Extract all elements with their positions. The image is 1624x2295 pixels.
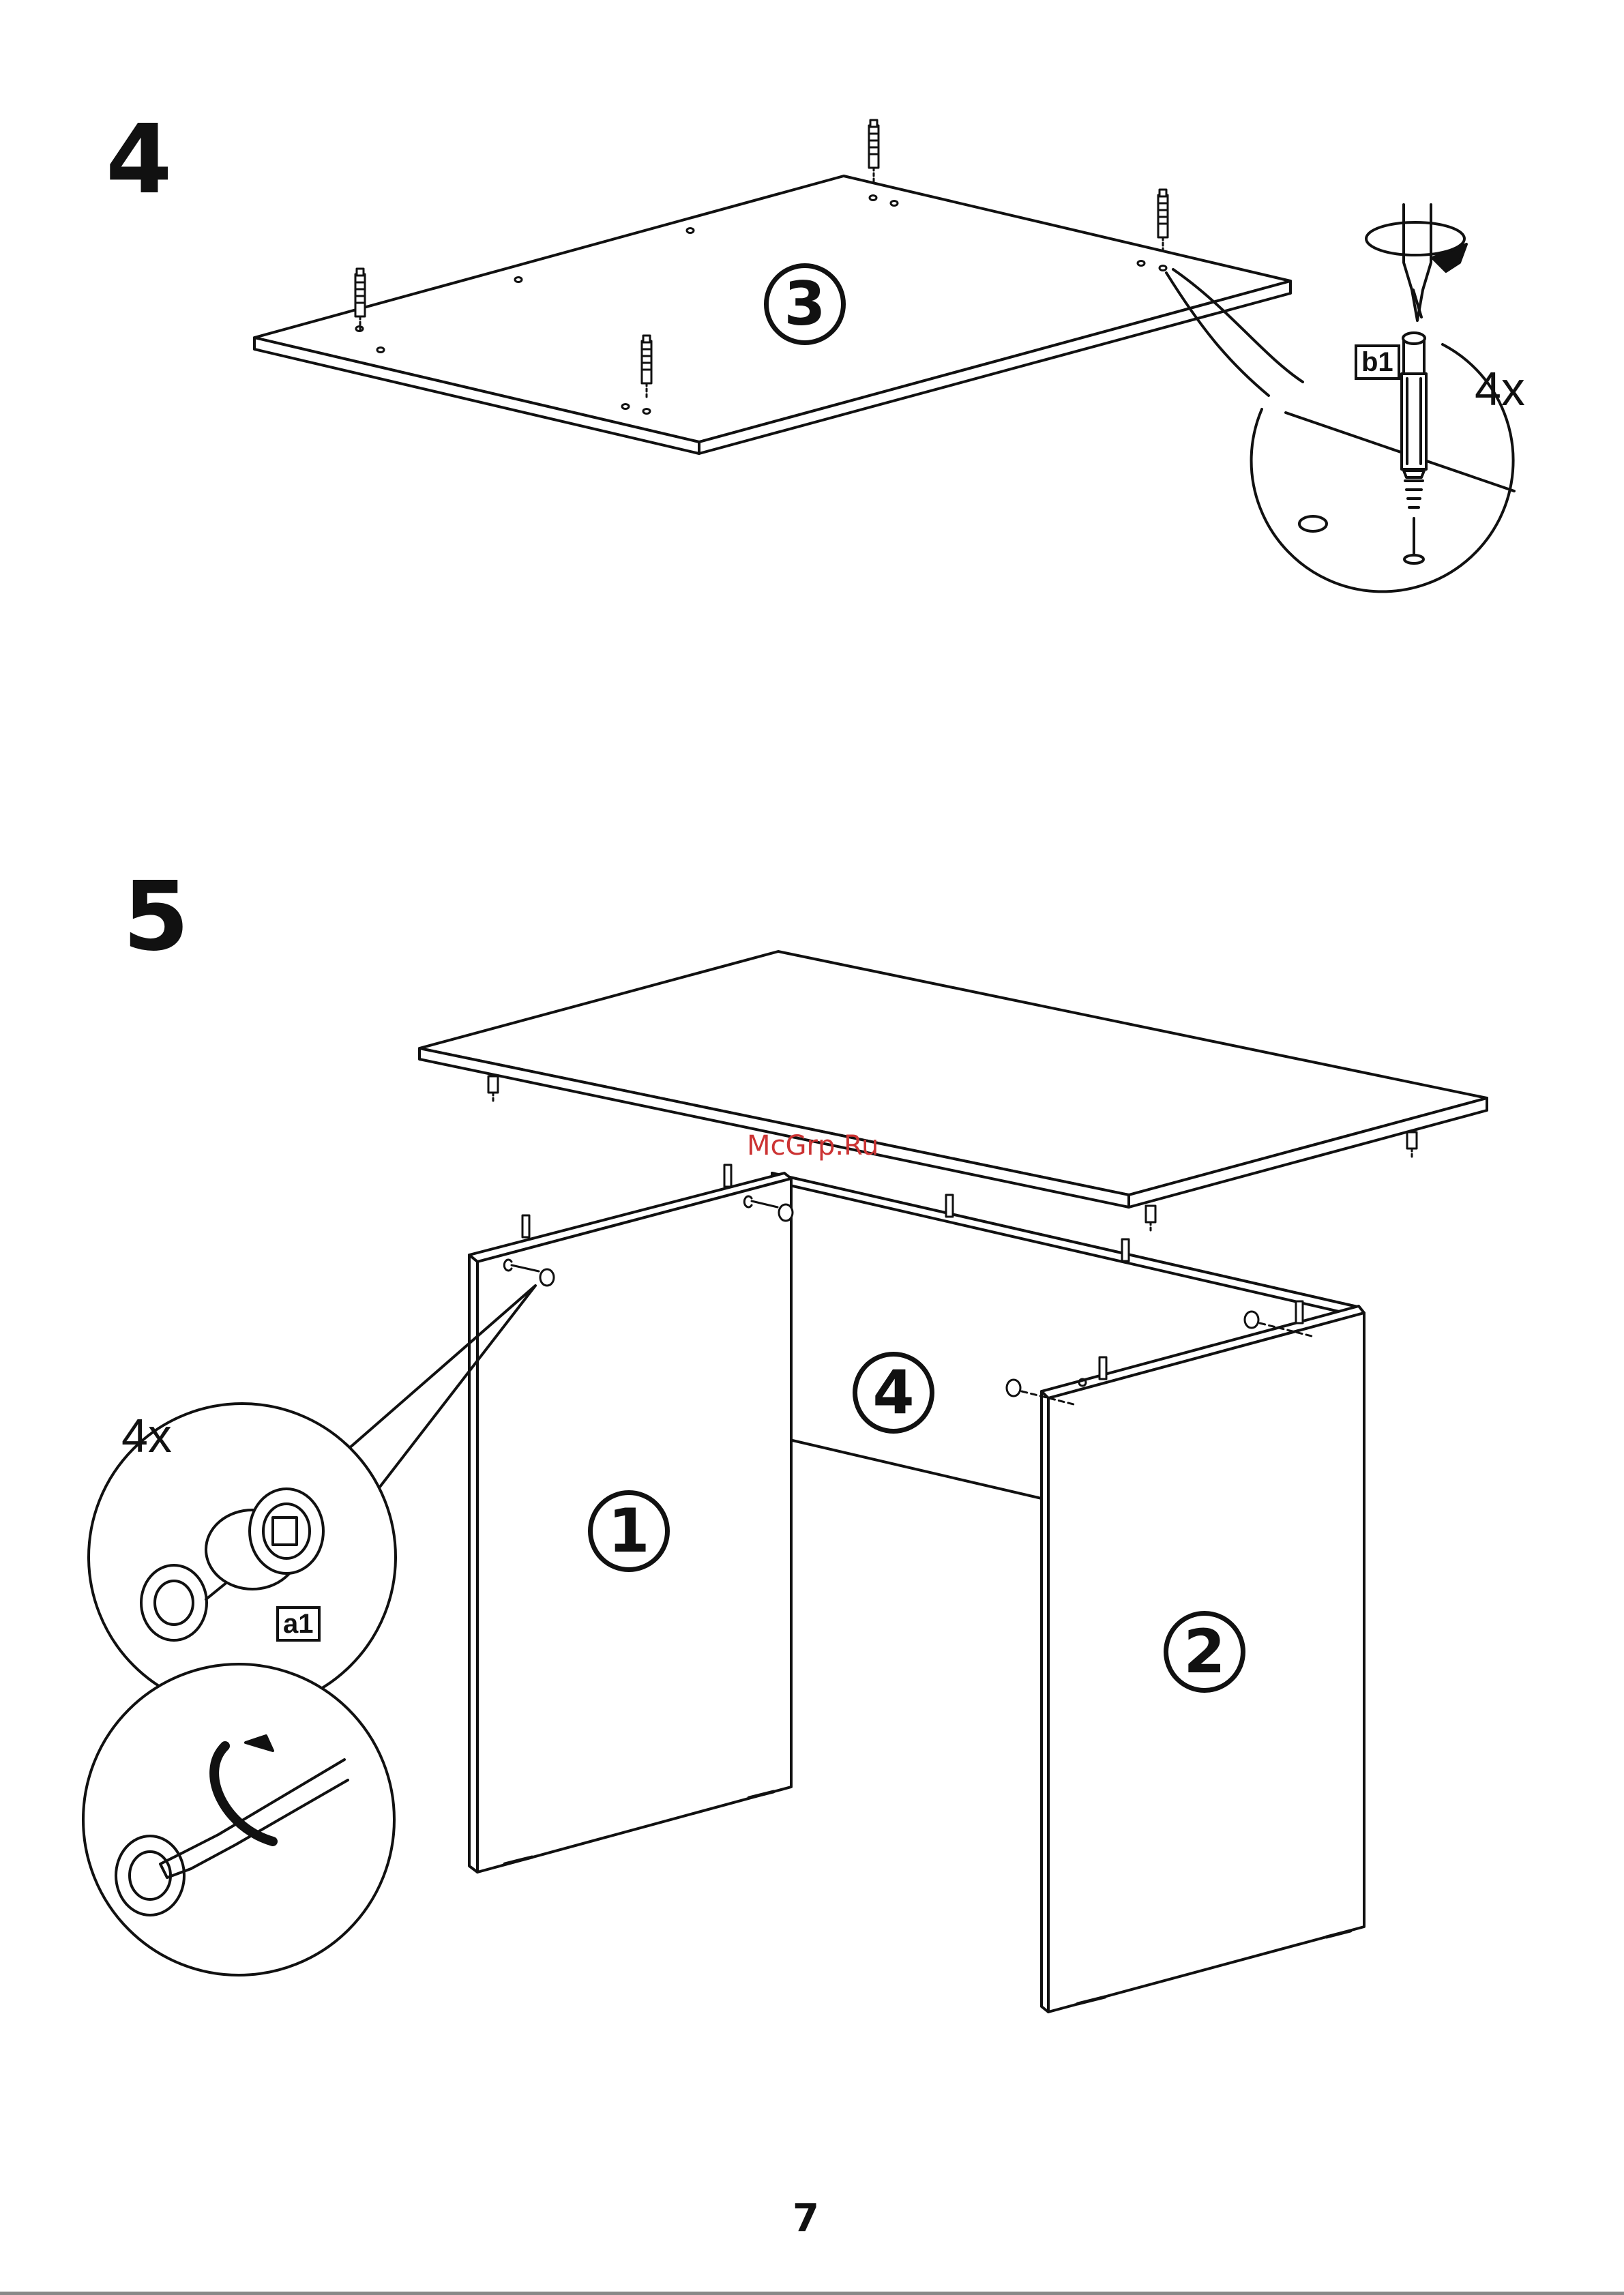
panel-label-3: 3 <box>764 263 846 345</box>
step5-tabletop <box>419 951 1487 1207</box>
step-number-5: 5 <box>123 870 189 965</box>
quantity-label-step4: 4x <box>1475 365 1525 413</box>
panel-label-2: 2 <box>1164 1611 1245 1693</box>
part-label-a1: a1 <box>276 1606 321 1642</box>
step4-zoom-callout <box>1166 269 1514 591</box>
step4-bolt-2 <box>1158 190 1168 254</box>
panel-label-1: 1 <box>588 1490 670 1572</box>
panel-label-4: 4 <box>853 1352 934 1434</box>
step4-screwdriver <box>1366 205 1466 321</box>
bottom-rule <box>0 2292 1624 2295</box>
step4-bolt-1 <box>869 120 879 184</box>
part-label-b1: b1 <box>1355 344 1400 380</box>
watermark: McGrp.Ru <box>747 1132 879 1159</box>
quantity-label-step5: 4x <box>121 1412 172 1460</box>
step-number-4: 4 <box>106 113 172 208</box>
step5-zoom-callout-2 <box>83 1664 394 1975</box>
page-number: 7 <box>793 2200 819 2238</box>
